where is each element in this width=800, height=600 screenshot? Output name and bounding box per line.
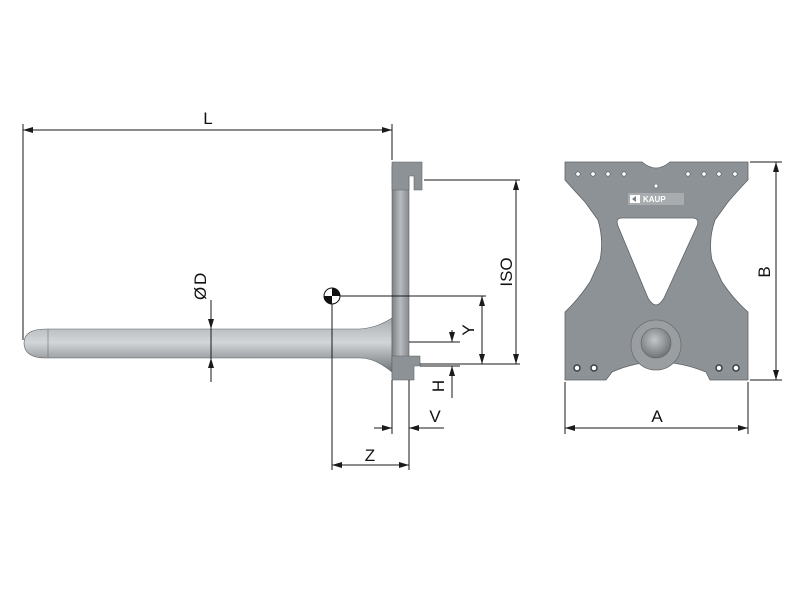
kaup-logo: KAUP: [628, 193, 684, 205]
label-H: H: [429, 380, 448, 392]
side-view: [23, 161, 423, 381]
label-L: L: [203, 109, 212, 128]
label-Z: Z: [365, 446, 375, 465]
center-of-gravity-icon: [323, 287, 341, 305]
label-ISO: ISO: [497, 257, 516, 286]
label-diameter-symbol: Ø: [191, 287, 210, 300]
triangle-cutout: [616, 217, 699, 306]
label-A: A: [651, 407, 663, 426]
bottom-holes: [573, 364, 740, 372]
dimension-labels: L Ø D ISO Y H V Z A B: [191, 109, 774, 465]
label-B: B: [755, 266, 774, 277]
upper-hook: [391, 161, 423, 191]
front-dimension-lines: [564, 161, 782, 434]
lower-hook: [391, 355, 421, 381]
top-holes: [575, 171, 738, 189]
label-Y: Y: [459, 324, 478, 335]
fork-tine: [23, 317, 393, 373]
front-view: KAUP: [564, 161, 749, 381]
label-D: D: [191, 273, 210, 285]
label-V: V: [429, 407, 441, 426]
dimension-lines: [22, 124, 520, 470]
vertical-shank: [391, 165, 410, 379]
logo-text: KAUP: [643, 195, 666, 204]
